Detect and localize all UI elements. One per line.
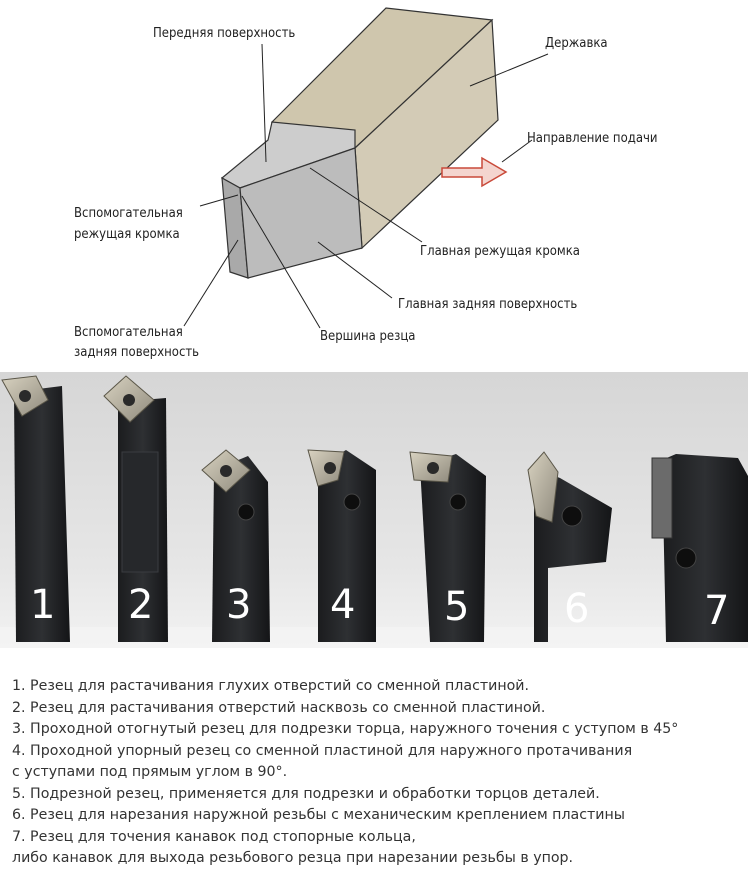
label-main-cutting-edge: Главная режущая кромка <box>420 244 580 259</box>
cutter-diagram: Передняя поверхность Державка Направлени… <box>74 7 658 360</box>
label-aux-cutting-edge-line2: режущая кромка <box>74 227 180 242</box>
cutter-2 <box>103 375 168 642</box>
caption-line: 6. Резец для нарезания наружной резьбы с… <box>12 807 625 823</box>
caption-list: 1. Резец для растачивания глухих отверст… <box>12 676 742 870</box>
label-aux-flank-line1: Вспомогательная <box>74 325 183 340</box>
caption-line: с уступами под прямым углом в 90°. <box>12 764 288 780</box>
cutter-number-1: 1 <box>30 582 55 628</box>
cutter-number-6: 6 <box>564 586 589 632</box>
leader-lines <box>183 43 549 329</box>
cutter-4 <box>307 449 376 642</box>
caption-line: 5. Подрезной резец, применяется для подр… <box>12 785 600 802</box>
cutter-number-5: 5 <box>444 584 469 630</box>
caption-line: 4. Проходной упорный резец со сменной пл… <box>12 742 633 759</box>
caption-line: 1. Резец для растачивания глухих отверст… <box>12 678 530 694</box>
cutter-3 <box>201 449 270 642</box>
cutter-number-2: 2 <box>128 582 153 628</box>
cutter-7 <box>651 454 748 642</box>
caption-line: либо канавок для выхода резьбового резца… <box>12 850 574 866</box>
cutter-number-7: 7 <box>704 588 729 634</box>
caption-line: 7. Резец для точения канавок под стопорн… <box>12 828 416 845</box>
label-rake-face: Передняя поверхность <box>153 26 295 41</box>
label-aux-cutting-edge-line1: Вспомогательная <box>74 206 183 221</box>
cutter-1 <box>1 375 70 642</box>
cutter-number-4: 4 <box>330 582 355 628</box>
cutter-number-3: 3 <box>226 582 251 628</box>
label-main-flank: Главная задняя поверхность <box>398 297 577 312</box>
label-aux-flank-line2: задняя поверхность <box>74 345 199 360</box>
caption-line: 3. Проходной отогнутый резец для подрезк… <box>12 721 679 737</box>
label-feed-direction: Направление подачи <box>527 131 658 146</box>
cutter-5 <box>409 451 486 642</box>
cutting-head <box>220 121 363 279</box>
caption-line: 2. Резец для растачивания отверстий наск… <box>12 699 546 716</box>
label-tool-tip: Вершина резца <box>320 329 415 344</box>
cutters-photo: 1 2 3 4 5 6 7 <box>0 372 748 648</box>
label-holder: Державка <box>545 36 608 51</box>
feed-arrow <box>441 156 508 188</box>
cutter-6 <box>527 451 612 642</box>
